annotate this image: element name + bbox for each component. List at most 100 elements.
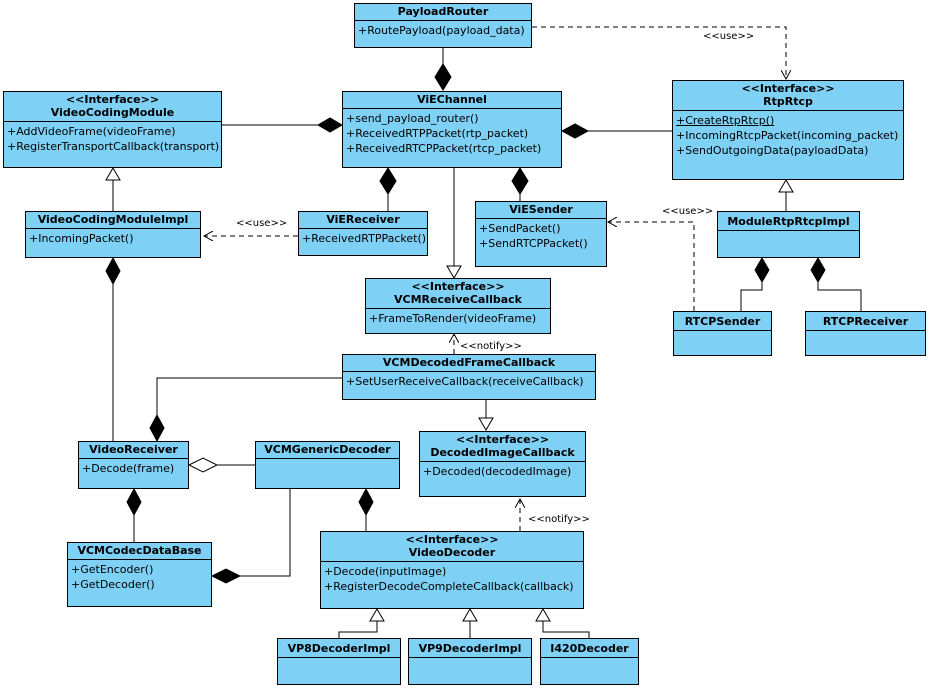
class-operations: +AddVideoFrame(videoFrame) +RegisterTran… bbox=[4, 122, 221, 156]
stereotype: <<Interface>> bbox=[405, 533, 499, 546]
edge-genericdecoder-codecdb bbox=[212, 489, 291, 577]
operation: +ReceivedRTPPacket() bbox=[302, 232, 427, 245]
use-label-2: <<use>> bbox=[236, 218, 287, 229]
edge-payloadrouter-rtprtcp-use bbox=[532, 26, 786, 79]
diamond-filled-icon bbox=[358, 487, 374, 517]
operation: +send_payload_router() bbox=[346, 112, 479, 125]
operation: +CreateRtpRtcp() bbox=[676, 114, 775, 127]
class-header: VP9DecoderImpl bbox=[409, 639, 531, 658]
operation: +IncomingPacket() bbox=[29, 232, 134, 245]
operation: +SendPacket() bbox=[479, 222, 561, 235]
diamond-filled-icon bbox=[754, 257, 770, 283]
class-i420-decoder[interactable]: I420Decoder bbox=[540, 638, 639, 685]
class-video-coding-module-impl[interactable]: VideoCodingModuleImpl +IncomingPacket() bbox=[25, 211, 201, 258]
diamond-filled-icon bbox=[126, 487, 142, 517]
class-header: ViEChannel bbox=[343, 92, 561, 109]
notify-label-2: <<notify>> bbox=[528, 514, 590, 525]
class-video-coding-module[interactable]: <<Interface>> VideoCodingModule +AddVide… bbox=[3, 91, 222, 168]
operation: +SendRTCPPacket() bbox=[479, 237, 588, 250]
diamond-filled-icon bbox=[560, 123, 590, 139]
notify-label-1: <<notify>> bbox=[460, 341, 522, 352]
operation: +IncomingRtcpPacket(incoming_packet) bbox=[676, 129, 899, 142]
class-video-receiver[interactable]: VideoReceiver +Decode(frame) bbox=[78, 441, 189, 489]
use-label-1: <<use>> bbox=[703, 31, 754, 42]
edge-vp8-videodecoder bbox=[338, 621, 378, 638]
operation: +SetUserReceiveCallback(receiveCallback) bbox=[346, 375, 584, 388]
triangle-hollow-icon bbox=[369, 608, 385, 622]
class-header: <<Interface>> RtpRtcp bbox=[673, 81, 903, 111]
class-header: RTCPSender bbox=[674, 312, 771, 331]
class-operations: +SetUserReceiveCallback(receiveCallback) bbox=[343, 372, 595, 391]
class-operations: +GetEncoder() +GetDecoder() bbox=[68, 560, 211, 594]
triangle-hollow-icon bbox=[478, 417, 494, 431]
class-header: PayloadRouter bbox=[355, 4, 531, 21]
class-header: <<Interface>> VCMReceiveCallback bbox=[366, 279, 550, 309]
class-header: VCMCodecDataBase bbox=[68, 543, 211, 560]
edge-i420-videodecoder bbox=[542, 621, 590, 638]
operation: +SendOutgoingData(payloadData) bbox=[676, 144, 869, 157]
class-operations: +CreateRtpRtcp() +IncomingRtcpPacket(inc… bbox=[673, 111, 903, 160]
stereotype: <<Interface>> bbox=[741, 82, 835, 95]
class-header: VideoReceiver bbox=[79, 442, 188, 459]
class-operations: +FrameToRender(videoFrame) bbox=[366, 309, 550, 328]
class-vcm-decoded-frame-callback[interactable]: VCMDecodedFrameCallback +SetUserReceiveC… bbox=[342, 354, 596, 400]
class-operations: +SendPacket() +SendRTCPPacket() bbox=[476, 219, 606, 253]
class-vie-receiver[interactable]: ViEReceiver +ReceivedRTPPacket() bbox=[298, 211, 428, 256]
class-vie-channel[interactable]: ViEChannel +send_payload_router() +Recei… bbox=[342, 91, 562, 168]
operation: +Decode(frame) bbox=[82, 462, 175, 475]
class-module-rtp-rtcp-impl[interactable]: ModuleRtpRtcpImpl bbox=[717, 211, 860, 258]
class-header: ModuleRtpRtcpImpl bbox=[718, 212, 859, 231]
class-operations: +Decode(inputImage) +RegisterDecodeCompl… bbox=[321, 562, 583, 596]
class-decoded-image-callback[interactable]: <<Interface>> DecodedImageCallback +Deco… bbox=[419, 431, 586, 497]
class-payload-router[interactable]: PayloadRouter +RoutePayload(payload_data… bbox=[354, 3, 532, 48]
operation: +ReceivedRTCPPacket(rtcp_packet) bbox=[346, 142, 542, 155]
stereotype: <<Interface>> bbox=[411, 280, 505, 293]
operation: +Decode(inputImage) bbox=[324, 565, 447, 578]
class-header: RTCPReceiver bbox=[806, 312, 925, 331]
operation: +AddVideoFrame(videoFrame) bbox=[7, 125, 176, 138]
diamond-filled-icon bbox=[317, 117, 343, 133]
diamond-filled-icon bbox=[810, 257, 826, 283]
class-header: <<Interface>> VideoCodingModule bbox=[4, 92, 221, 122]
class-vcm-receive-callback[interactable]: <<Interface>> VCMReceiveCallback +FrameT… bbox=[365, 278, 551, 334]
diamond-filled-icon bbox=[105, 256, 121, 286]
operation: +ReceivedRTPPacket(rtp_packet) bbox=[346, 127, 529, 140]
class-operations: +IncomingPacket() bbox=[26, 229, 200, 248]
edge-rtcpsender-viesender-use bbox=[608, 222, 695, 311]
class-operations: +RoutePayload(payload_data) bbox=[355, 21, 531, 40]
triangle-hollow-icon bbox=[105, 167, 121, 181]
class-header: VP8DecoderImpl bbox=[278, 639, 400, 658]
class-rtcp-receiver[interactable]: RTCPReceiver bbox=[805, 311, 926, 356]
diamond-filled-icon bbox=[149, 413, 165, 443]
class-header: VideoCodingModuleImpl bbox=[26, 212, 200, 229]
class-header: VCMDecodedFrameCallback bbox=[343, 355, 595, 372]
class-vcm-generic-decoder[interactable]: VCMGenericDecoder bbox=[255, 441, 400, 489]
stereotype: <<Interface>> bbox=[455, 433, 550, 446]
class-vcm-codec-database[interactable]: VCMCodecDataBase +GetEncoder() +GetDecod… bbox=[67, 542, 212, 607]
operation: +RegisterDecodeCompleteCallback(callback… bbox=[324, 580, 574, 593]
edge-rtcpreceiver-modulertp bbox=[817, 258, 862, 311]
edge-decodedframe-videoreceiver bbox=[156, 377, 342, 441]
class-vp9-decoder-impl[interactable]: VP9DecoderImpl bbox=[408, 638, 532, 685]
class-header: ViEReceiver bbox=[299, 212, 427, 229]
operation: +GetDecoder() bbox=[71, 578, 155, 591]
diamond-filled-icon bbox=[511, 167, 529, 195]
class-video-decoder[interactable]: <<Interface>> VideoDecoder +Decode(input… bbox=[320, 531, 584, 609]
class-header: <<Interface>> VideoDecoder bbox=[321, 532, 583, 562]
operation: +RoutePayload(payload_data) bbox=[358, 24, 525, 37]
class-header: I420Decoder bbox=[541, 639, 638, 658]
class-operations: +ReceivedRTPPacket() bbox=[299, 229, 427, 248]
stereotype: <<Interface>> bbox=[65, 93, 160, 106]
diamond-filled-icon bbox=[379, 167, 397, 195]
class-rtp-rtcp[interactable]: <<Interface>> RtpRtcp +CreateRtpRtcp() +… bbox=[672, 80, 904, 180]
triangle-hollow-icon bbox=[778, 179, 794, 193]
triangle-hollow-icon bbox=[535, 608, 551, 622]
class-header: VCMGenericDecoder bbox=[256, 442, 399, 459]
class-rtcp-sender[interactable]: RTCPSender bbox=[673, 311, 772, 356]
class-vie-sender[interactable]: ViESender +SendPacket() +SendRTCPPacket(… bbox=[475, 201, 607, 267]
operation: +GetEncoder() bbox=[71, 563, 154, 576]
diamond-hollow-icon bbox=[187, 457, 219, 473]
class-vp8-decoder-impl[interactable]: VP8DecoderImpl bbox=[277, 638, 401, 685]
class-operations: +send_payload_router() +ReceivedRTPPacke… bbox=[343, 109, 561, 158]
